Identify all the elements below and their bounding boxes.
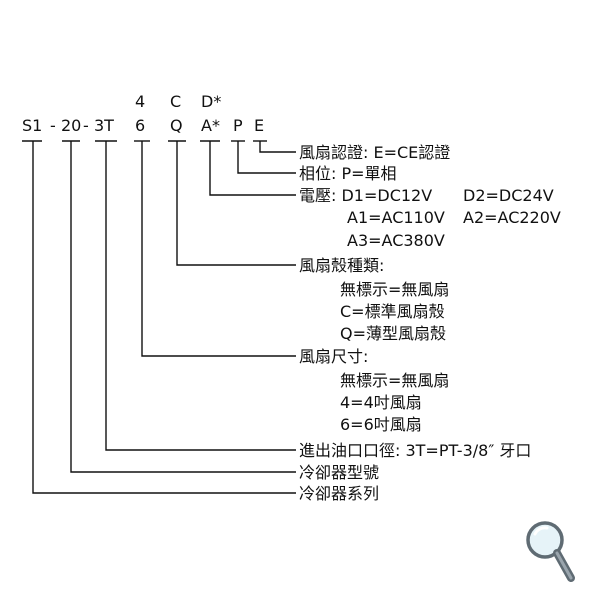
connector-series xyxy=(32,141,296,494)
magnifier-icon[interactable] xyxy=(526,521,575,582)
label-size-opt2: 4=4吋風扇 xyxy=(340,393,422,412)
label-voltage-line1a: 電壓: D1=DC12V xyxy=(299,186,432,205)
code-dash-2: - xyxy=(83,116,89,135)
label-series: 冷卻器系列 xyxy=(299,484,379,503)
label-size-opt1: 無標示=無風扇 xyxy=(340,371,449,390)
code-s1: S1 xyxy=(22,116,42,135)
connector-size xyxy=(141,141,296,357)
code-voltage-bottom: A* xyxy=(201,116,220,135)
code-3t: 3T xyxy=(94,116,114,135)
label-phase: 相位: P=單相 xyxy=(299,164,397,183)
code-voltage-top: D* xyxy=(201,92,221,111)
connector-model xyxy=(70,141,296,473)
connector-voltage xyxy=(209,141,296,196)
label-voltage-line1b: D2=DC24V xyxy=(463,186,554,205)
code-size-bottom: 6 xyxy=(135,116,145,135)
code-dash-1: - xyxy=(50,116,56,135)
label-model: 冷卻器型號 xyxy=(299,463,379,482)
label-shell-opt1: 無標示=無風扇 xyxy=(340,280,449,299)
label-voltage-line2b: A2=AC220V xyxy=(463,208,561,227)
label-size-title: 風扇尺寸: xyxy=(299,347,368,366)
label-port: 進出油口口徑: 3T=PT-3/8″ 牙口 xyxy=(299,441,531,460)
code-fan-cert: E xyxy=(254,116,264,135)
connector-fan-cert xyxy=(259,141,296,153)
connector-phase xyxy=(237,141,296,174)
label-shell-title: 風扇殼種類: xyxy=(299,256,384,275)
label-shell-opt3: Q=薄型風扇殼 xyxy=(340,324,446,343)
label-shell-opt2: C=標準風扇殼 xyxy=(340,302,445,321)
connector-shell xyxy=(176,141,296,266)
code-shell-top: C xyxy=(170,92,181,111)
label-fan-cert: 風扇認證: E=CE認證 xyxy=(299,143,450,162)
code-20: 20 xyxy=(61,116,81,135)
code-phase: P xyxy=(233,116,243,135)
label-voltage-line3: A3=AC380V xyxy=(347,231,445,250)
label-voltage-line2a: A1=AC110V xyxy=(347,208,445,227)
connector-port xyxy=(105,141,296,451)
label-size-opt3: 6=6吋風扇 xyxy=(340,415,422,434)
code-shell-bottom: Q xyxy=(170,116,183,135)
code-size-top: 4 xyxy=(135,92,145,111)
